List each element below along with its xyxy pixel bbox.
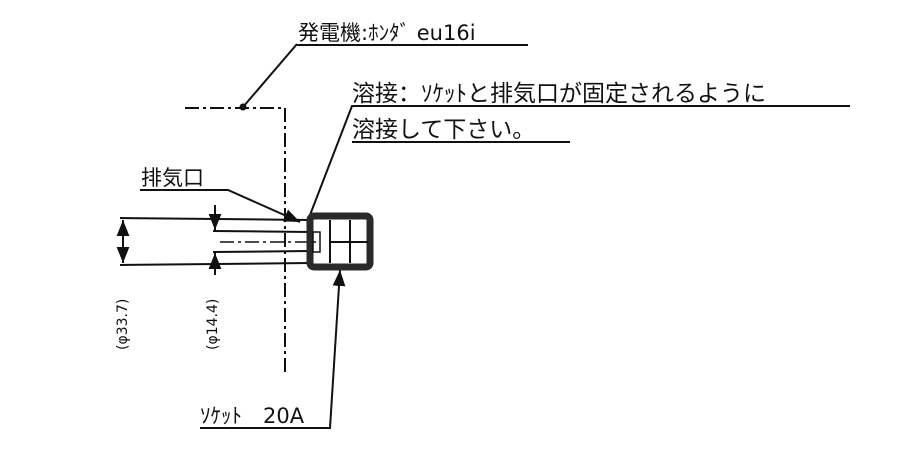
generator-leader-dot: [239, 103, 247, 111]
pipe-inner-top: [212, 230, 311, 233]
socket-inner-slot: [312, 231, 321, 253]
generator-leader: [242, 43, 298, 108]
pipe-inner-bottom: [212, 250, 311, 253]
weld-note-line2: 溶接して下さい。: [352, 117, 535, 143]
socket-label: ｿｹｯﾄ 20A: [200, 404, 305, 428]
socket-20a: [306, 212, 374, 271]
dim-inner-label: (φ14.4): [205, 299, 221, 350]
generator-label: 発電機:ﾎﾝﾀﾞ eu16i: [298, 21, 476, 45]
socket-leader: [200, 269, 346, 429]
weld-leader: [309, 105, 850, 216]
socket-body: [306, 212, 374, 271]
exhaust-leader: [140, 189, 301, 223]
dim-outer-label: (φ33.7): [115, 299, 131, 350]
weld-note-line1: 溶接：ｿｹｯﾄと排気口が固定されるように: [352, 81, 766, 107]
exhaust-label: 排気口: [141, 166, 204, 190]
generator-outline: [185, 107, 286, 372]
